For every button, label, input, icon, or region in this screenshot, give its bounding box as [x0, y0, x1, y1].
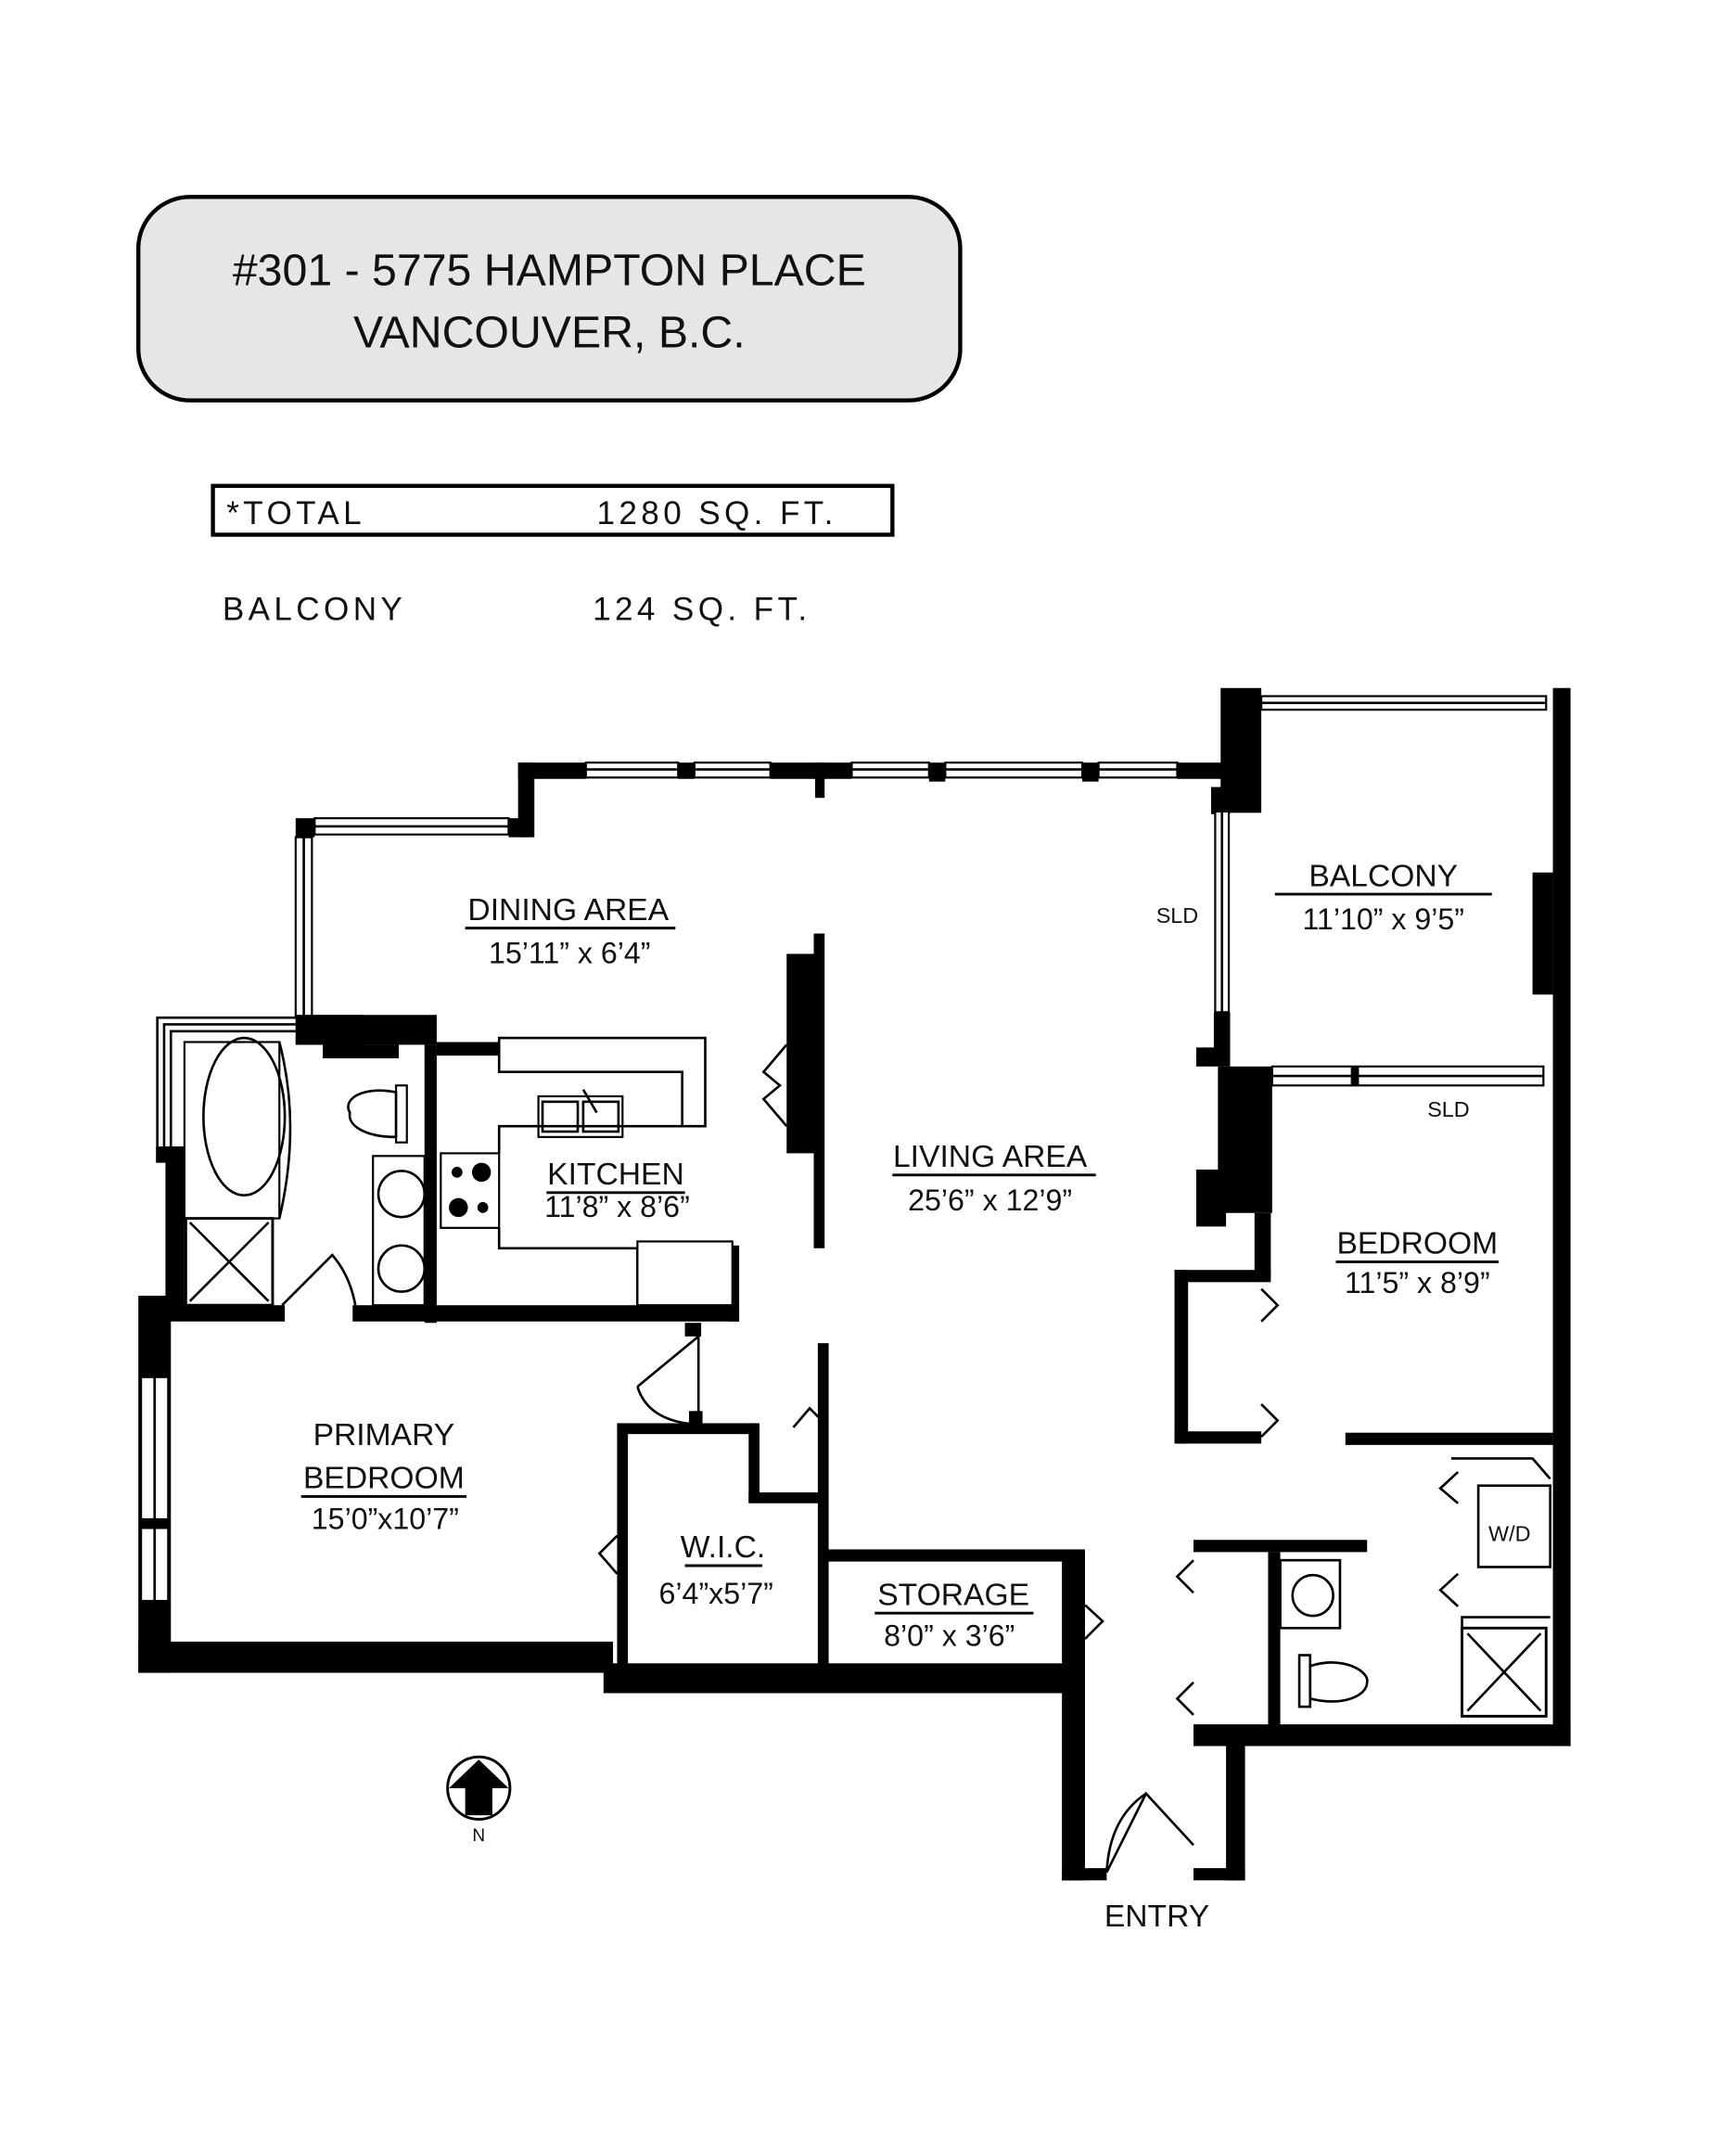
room-name: BEDROOM	[1336, 1227, 1498, 1261]
balcony-area-label: BALCONY	[223, 592, 406, 628]
room-dims: 11’8” x 8’6”	[544, 1190, 690, 1223]
address-line-1: #301 - 5775 HAMPTON PLACE	[233, 245, 866, 295]
sink-icon	[1291, 1573, 1334, 1618]
washer-dryer-label: W/D	[1488, 1522, 1530, 1546]
room-dining: DINING AREA 15’11” x 6’4”	[465, 893, 676, 970]
total-value: 1280 SQ. FT.	[597, 495, 837, 531]
room-balcony: BALCONY 11’10” x 9’5”	[1274, 859, 1492, 936]
sink-icon	[377, 1170, 427, 1219]
balcony-area-value: 124 SQ. FT.	[593, 592, 811, 628]
walls: W/D	[138, 687, 1571, 1881]
room-kitchen: KITCHEN 11’8” x 8’6”	[544, 1158, 690, 1223]
toilet-icon	[347, 1089, 398, 1139]
toilet-icon	[1308, 1661, 1369, 1703]
room-name: STORAGE	[877, 1578, 1029, 1612]
room-name-line1: PRIMARY	[313, 1418, 455, 1452]
room-name: KITCHEN	[547, 1158, 684, 1192]
room-name-line2: BEDROOM	[303, 1462, 465, 1496]
room-dims: 25’6” x 12’9”	[908, 1184, 1072, 1217]
room-primary-bedroom: PRIMARY BEDROOM 15’0”x10’7”	[300, 1418, 467, 1536]
bathtub-icon	[202, 1036, 287, 1197]
room-living: LIVING AREA 25’6” x 12’9”	[892, 1140, 1096, 1217]
room-dims: 15’0”x10’7”	[312, 1503, 459, 1536]
room-dims: 15’11” x 6’4”	[489, 937, 651, 970]
room-name: DINING AREA	[467, 893, 669, 928]
entry-label: ENTRY	[1104, 1900, 1209, 1934]
address-header: #301 - 5775 HAMPTON PLACE VANCOUVER, B.C…	[135, 195, 963, 403]
room-storage: STORAGE 8’0” x 3’6”	[874, 1578, 1034, 1652]
address-line-2: VANCOUVER, B.C.	[353, 308, 746, 358]
total-label: *TOTAL	[226, 495, 365, 531]
north-label: N	[472, 1826, 485, 1846]
north-arrow-icon: N	[446, 1755, 512, 1846]
room-bedroom: BEDROOM 11’5” x 8’9”	[1335, 1227, 1500, 1299]
room-dims: 8’0” x 3’6”	[884, 1619, 1015, 1652]
room-dims: 11’5” x 8’9”	[1345, 1266, 1490, 1299]
stove-icon	[440, 1152, 501, 1229]
room-name: BALCONY	[1308, 859, 1458, 893]
sld-bedroom-label: SLD	[1427, 1097, 1470, 1121]
room-dims: 11’10” x 9’5”	[1302, 902, 1464, 936]
kitchen-sink-icon	[537, 1094, 624, 1138]
room-name: W.I.C.	[681, 1530, 766, 1565]
room-dims: 6’4”x5’7”	[659, 1577, 773, 1610]
room-name: LIVING AREA	[893, 1140, 1088, 1174]
sld-living-label: SLD	[1156, 903, 1199, 928]
sink-icon	[377, 1244, 427, 1293]
room-wic: W.I.C. 6’4”x5’7”	[659, 1530, 773, 1610]
area-summary: *TOTAL 1280 SQ. FT. BALCONY 124 SQ. FT.	[211, 483, 895, 628]
